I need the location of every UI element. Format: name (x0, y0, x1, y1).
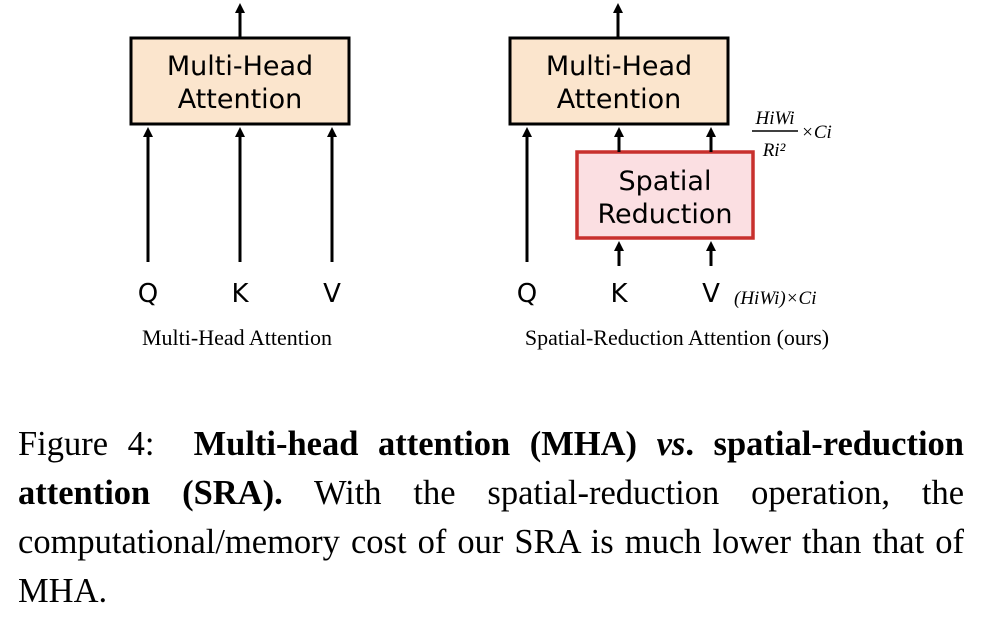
sra-v-label: V (702, 279, 720, 309)
sra-q-label: Q (517, 279, 537, 309)
mha-v-label: V (323, 279, 341, 309)
figure-caption-body: With the spatial-reduction operation, th… (18, 474, 965, 610)
sra-box-label-line1: Multi-Head (546, 51, 692, 82)
spatial-reduction-label-line1: Spatial (619, 166, 712, 197)
spatial-reduction-box (575, 150, 755, 240)
sra-reduced-dim-suffix: ×Ci (801, 122, 832, 143)
sra-reduced-dim-denominator: Ri² (762, 140, 786, 161)
sra-attention-box (508, 36, 730, 126)
figure-title-part1: Multi-head attention (MHA) (193, 425, 657, 463)
sra-input-dim: (HiWi)×Ci (734, 288, 817, 309)
figure-title-part2: . spatial-reduction attention (SRA). (18, 425, 964, 512)
sra-subcaption: Spatial-Reduction Attention (ours) (525, 325, 829, 350)
mha-box-label-line2: Attention (178, 84, 303, 115)
sra-box-label-line2: Attention (557, 84, 682, 115)
mha-k-label: K (231, 279, 249, 309)
figure-caption: Figure 4: Multi-head attention (MHA) vs.… (18, 420, 964, 616)
figure-title-vs: vs (656, 425, 686, 463)
sra-reduced-dim-numerator: HiWi (754, 108, 794, 129)
mha-subcaption: Multi-Head Attention (142, 325, 332, 350)
figure-label: Figure 4: (18, 425, 155, 463)
sra-k-label: K (610, 279, 628, 309)
sra-diagram: Multi-Head Attention Spatial Reduction Q… (508, 3, 832, 350)
spatial-reduction-label-line2: Reduction (598, 199, 733, 230)
mha-box-label-line1: Multi-Head (167, 51, 313, 82)
architecture-diagram: Multi-Head Attention Q K V Multi-Head At… (129, 3, 832, 350)
mha-attention-box (129, 36, 351, 126)
mha-diagram: Multi-Head Attention Q K V Multi-Head At… (129, 3, 351, 350)
mha-q-label: Q (138, 279, 158, 309)
